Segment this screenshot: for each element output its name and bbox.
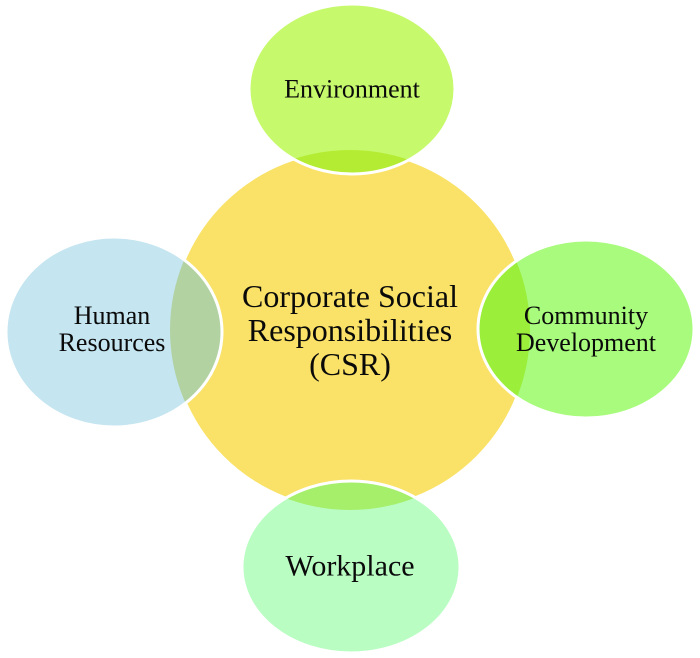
environment-ellipse-outline bbox=[247, 2, 457, 176]
community-development-ellipse bbox=[478, 240, 694, 418]
human-resources-ellipse bbox=[6, 237, 222, 427]
human-resources-ellipse-outline bbox=[4, 235, 224, 429]
workplace-ellipse bbox=[242, 481, 460, 653]
community-development-ellipse-outline bbox=[476, 238, 696, 420]
environment-ellipse bbox=[249, 4, 455, 174]
center-circle bbox=[170, 150, 530, 510]
workplace-ellipse-outline bbox=[240, 479, 462, 655]
